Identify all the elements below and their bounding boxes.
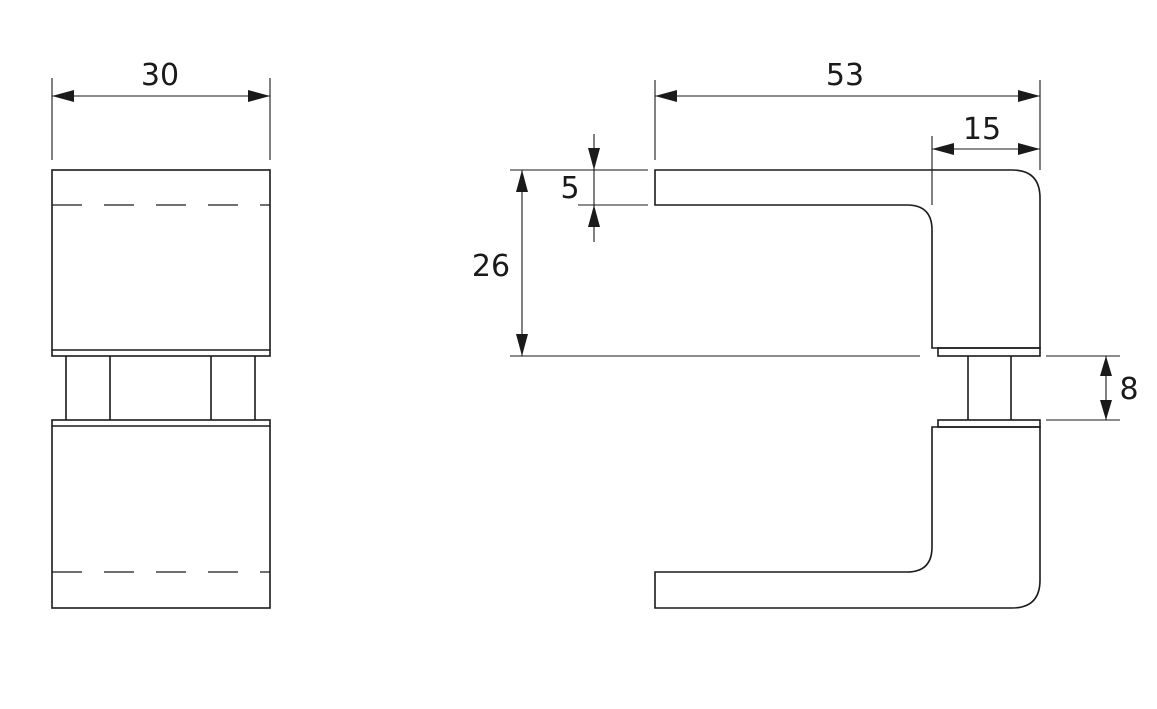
gap-arrow-top xyxy=(1100,356,1112,376)
front-width-label: 30 xyxy=(141,58,179,93)
front-view: 30 xyxy=(51,58,271,609)
side-top-rose xyxy=(937,347,1041,357)
side-view: 53 15 5 26 8 xyxy=(472,58,1139,609)
front-top-block xyxy=(51,169,271,357)
rose-width-label: 15 xyxy=(963,112,1001,147)
side-bottom-lever xyxy=(654,426,1041,609)
thickness-arrow-top xyxy=(588,148,600,170)
thickness-label: 5 xyxy=(560,171,579,206)
height-arrow-top xyxy=(516,170,528,192)
length-arrow-left xyxy=(655,90,677,102)
length-label: 53 xyxy=(826,58,864,93)
height-label: 26 xyxy=(472,249,510,284)
height-arrow-bottom xyxy=(516,334,528,356)
gap-arrow-bottom xyxy=(1100,400,1112,420)
thickness-arrow-bottom xyxy=(588,205,600,227)
rose-width-arrow-left xyxy=(932,143,954,155)
front-width-arrow-right xyxy=(248,90,270,102)
front-bottom-block xyxy=(51,419,271,609)
length-arrow-right xyxy=(1018,90,1040,102)
front-width-arrow-left xyxy=(52,90,74,102)
side-bottom-rose xyxy=(937,419,1041,428)
gap-label: 8 xyxy=(1119,372,1138,407)
rose-width-arrow-right xyxy=(1018,143,1040,155)
side-top-lever xyxy=(654,169,1041,349)
